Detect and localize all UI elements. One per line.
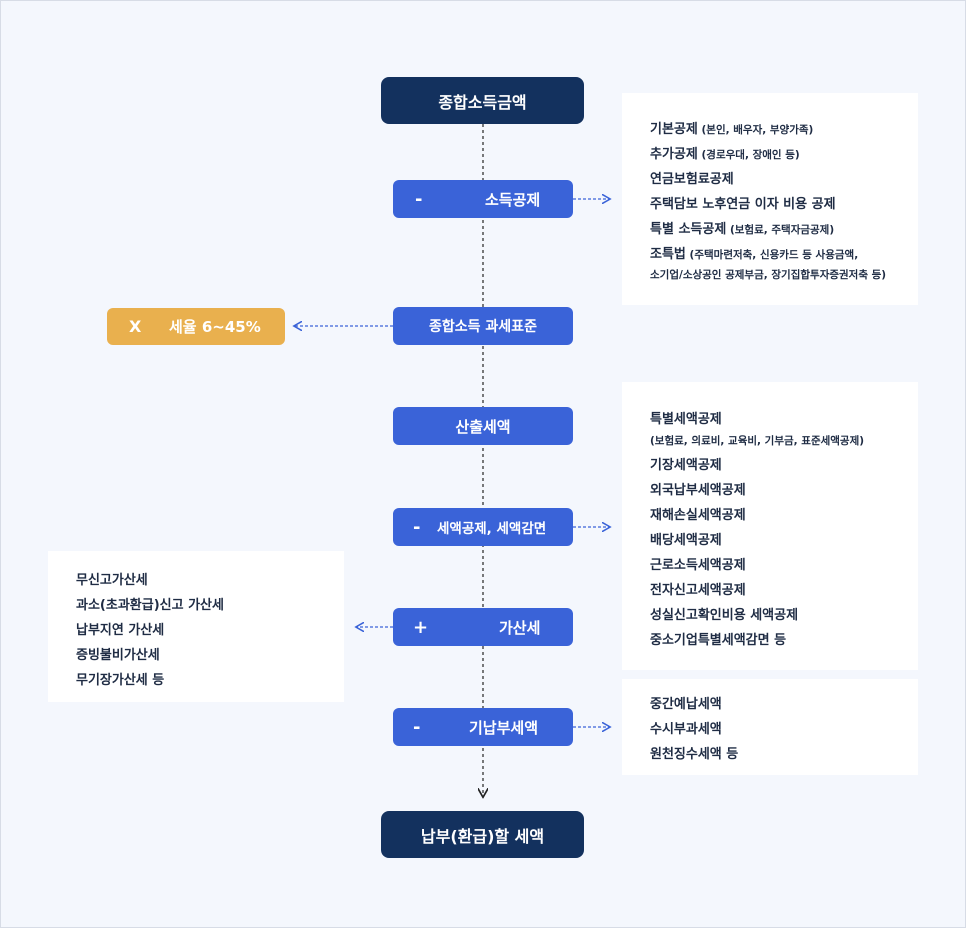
deduction-item: 추가공제 (경로우대, 장애인 등): [650, 147, 800, 162]
prepaid-item: 원천징수세액 등: [650, 747, 739, 762]
income-deduction-label: 소득공제: [485, 190, 541, 209]
credit-item: 근로소득세액공제: [650, 558, 746, 573]
prepaid-tax-label: 기납부세액: [469, 718, 539, 737]
penalties-panel: 무신고가산세 과소(초과환급)신고 가산세 납부지연 가산세 증빙불비가산세 무…: [48, 551, 344, 702]
credit-item: 기장세액공제: [650, 458, 722, 473]
credit-item: 재해손실세액공제: [650, 508, 746, 523]
tax-rate-node: X 세율 6~45%: [107, 308, 285, 345]
multiply-sign: X: [129, 317, 142, 336]
deduction-item: 기본공제 (본인, 배우자, 부양가족): [650, 122, 814, 137]
additional-tax-node: + 가산세: [393, 608, 573, 646]
credit-item: 배당세액공제: [650, 533, 722, 548]
calculated-tax-label: 산출세액: [455, 417, 511, 436]
additional-tax-label: 가산세: [499, 618, 541, 637]
credit-item: 전자신고세액공제: [650, 583, 746, 598]
deduction-item: 주택담보 노후연금 이자 비용 공제: [650, 197, 836, 212]
prepaid-tax-node: - 기납부세액: [393, 708, 573, 746]
penalty-item: 증빙불비가산세: [76, 648, 160, 663]
minus-sign: -: [413, 516, 421, 538]
deductions-panel: 기본공제 (본인, 배우자, 부양가족) 추가공제 (경로우대, 장애인 등) …: [622, 93, 918, 305]
tax-base-label: 종합소득 과세표준: [429, 319, 537, 335]
final-tax-node: 납부(환급)할 세액: [381, 811, 584, 858]
calculated-tax-node: 산출세액: [393, 407, 573, 445]
penalty-item: 무기장가산세 등: [76, 673, 165, 688]
credit-item: (보험료, 의료비, 교육비, 기부금, 표준세액공제): [650, 435, 865, 447]
prepaid-item: 중간예납세액: [650, 697, 722, 712]
plus-sign: +: [413, 616, 429, 638]
final-tax-label: 납부(환급)할 세액: [420, 826, 545, 846]
credit-item: 특별세액공제: [650, 412, 722, 427]
total-income-label: 종합소득금액: [438, 92, 527, 112]
deduction-item: 소기업/소상공인 공제부금, 장기집합투자증권저축 등): [650, 269, 887, 281]
credits-panel: 특별세액공제 (보험료, 의료비, 교육비, 기부금, 표준세액공제) 기장세액…: [622, 382, 918, 670]
deduction-item: 연금보험료공제: [650, 172, 734, 187]
credit-item: 성실신고확인비용 세액공제: [650, 608, 799, 623]
deduction-item: 조특법 (주택마련저축, 신용카드 등 사용금액,: [650, 247, 859, 262]
total-income-node: 종합소득금액: [381, 77, 584, 124]
penalty-item: 무신고가산세: [76, 573, 148, 588]
prepaid-item: 수시부과세액: [650, 722, 722, 737]
credit-item: 외국납부세액공제: [650, 483, 746, 498]
penalty-item: 납부지연 가산세: [76, 623, 165, 638]
tax-credit-label: 세액공제, 세액감면: [437, 521, 547, 537]
income-deduction-node: - 소득공제: [393, 180, 573, 218]
minus-sign: -: [415, 188, 423, 210]
deduction-item: 특별 소득공제 (보험료, 주택자금공제): [650, 222, 835, 237]
minus-sign: -: [413, 716, 421, 738]
tax-credit-node: - 세액공제, 세액감면: [393, 508, 573, 546]
credit-item: 중소기업특별세액감면 등: [650, 633, 787, 648]
tax-rate-label: 세율 6~45%: [169, 318, 261, 336]
prepaid-panel: 중간예납세액 수시부과세액 원천징수세액 등: [622, 679, 918, 775]
tax-base-node: 종합소득 과세표준: [393, 307, 573, 345]
penalty-item: 과소(초과환급)신고 가산세: [76, 598, 224, 613]
